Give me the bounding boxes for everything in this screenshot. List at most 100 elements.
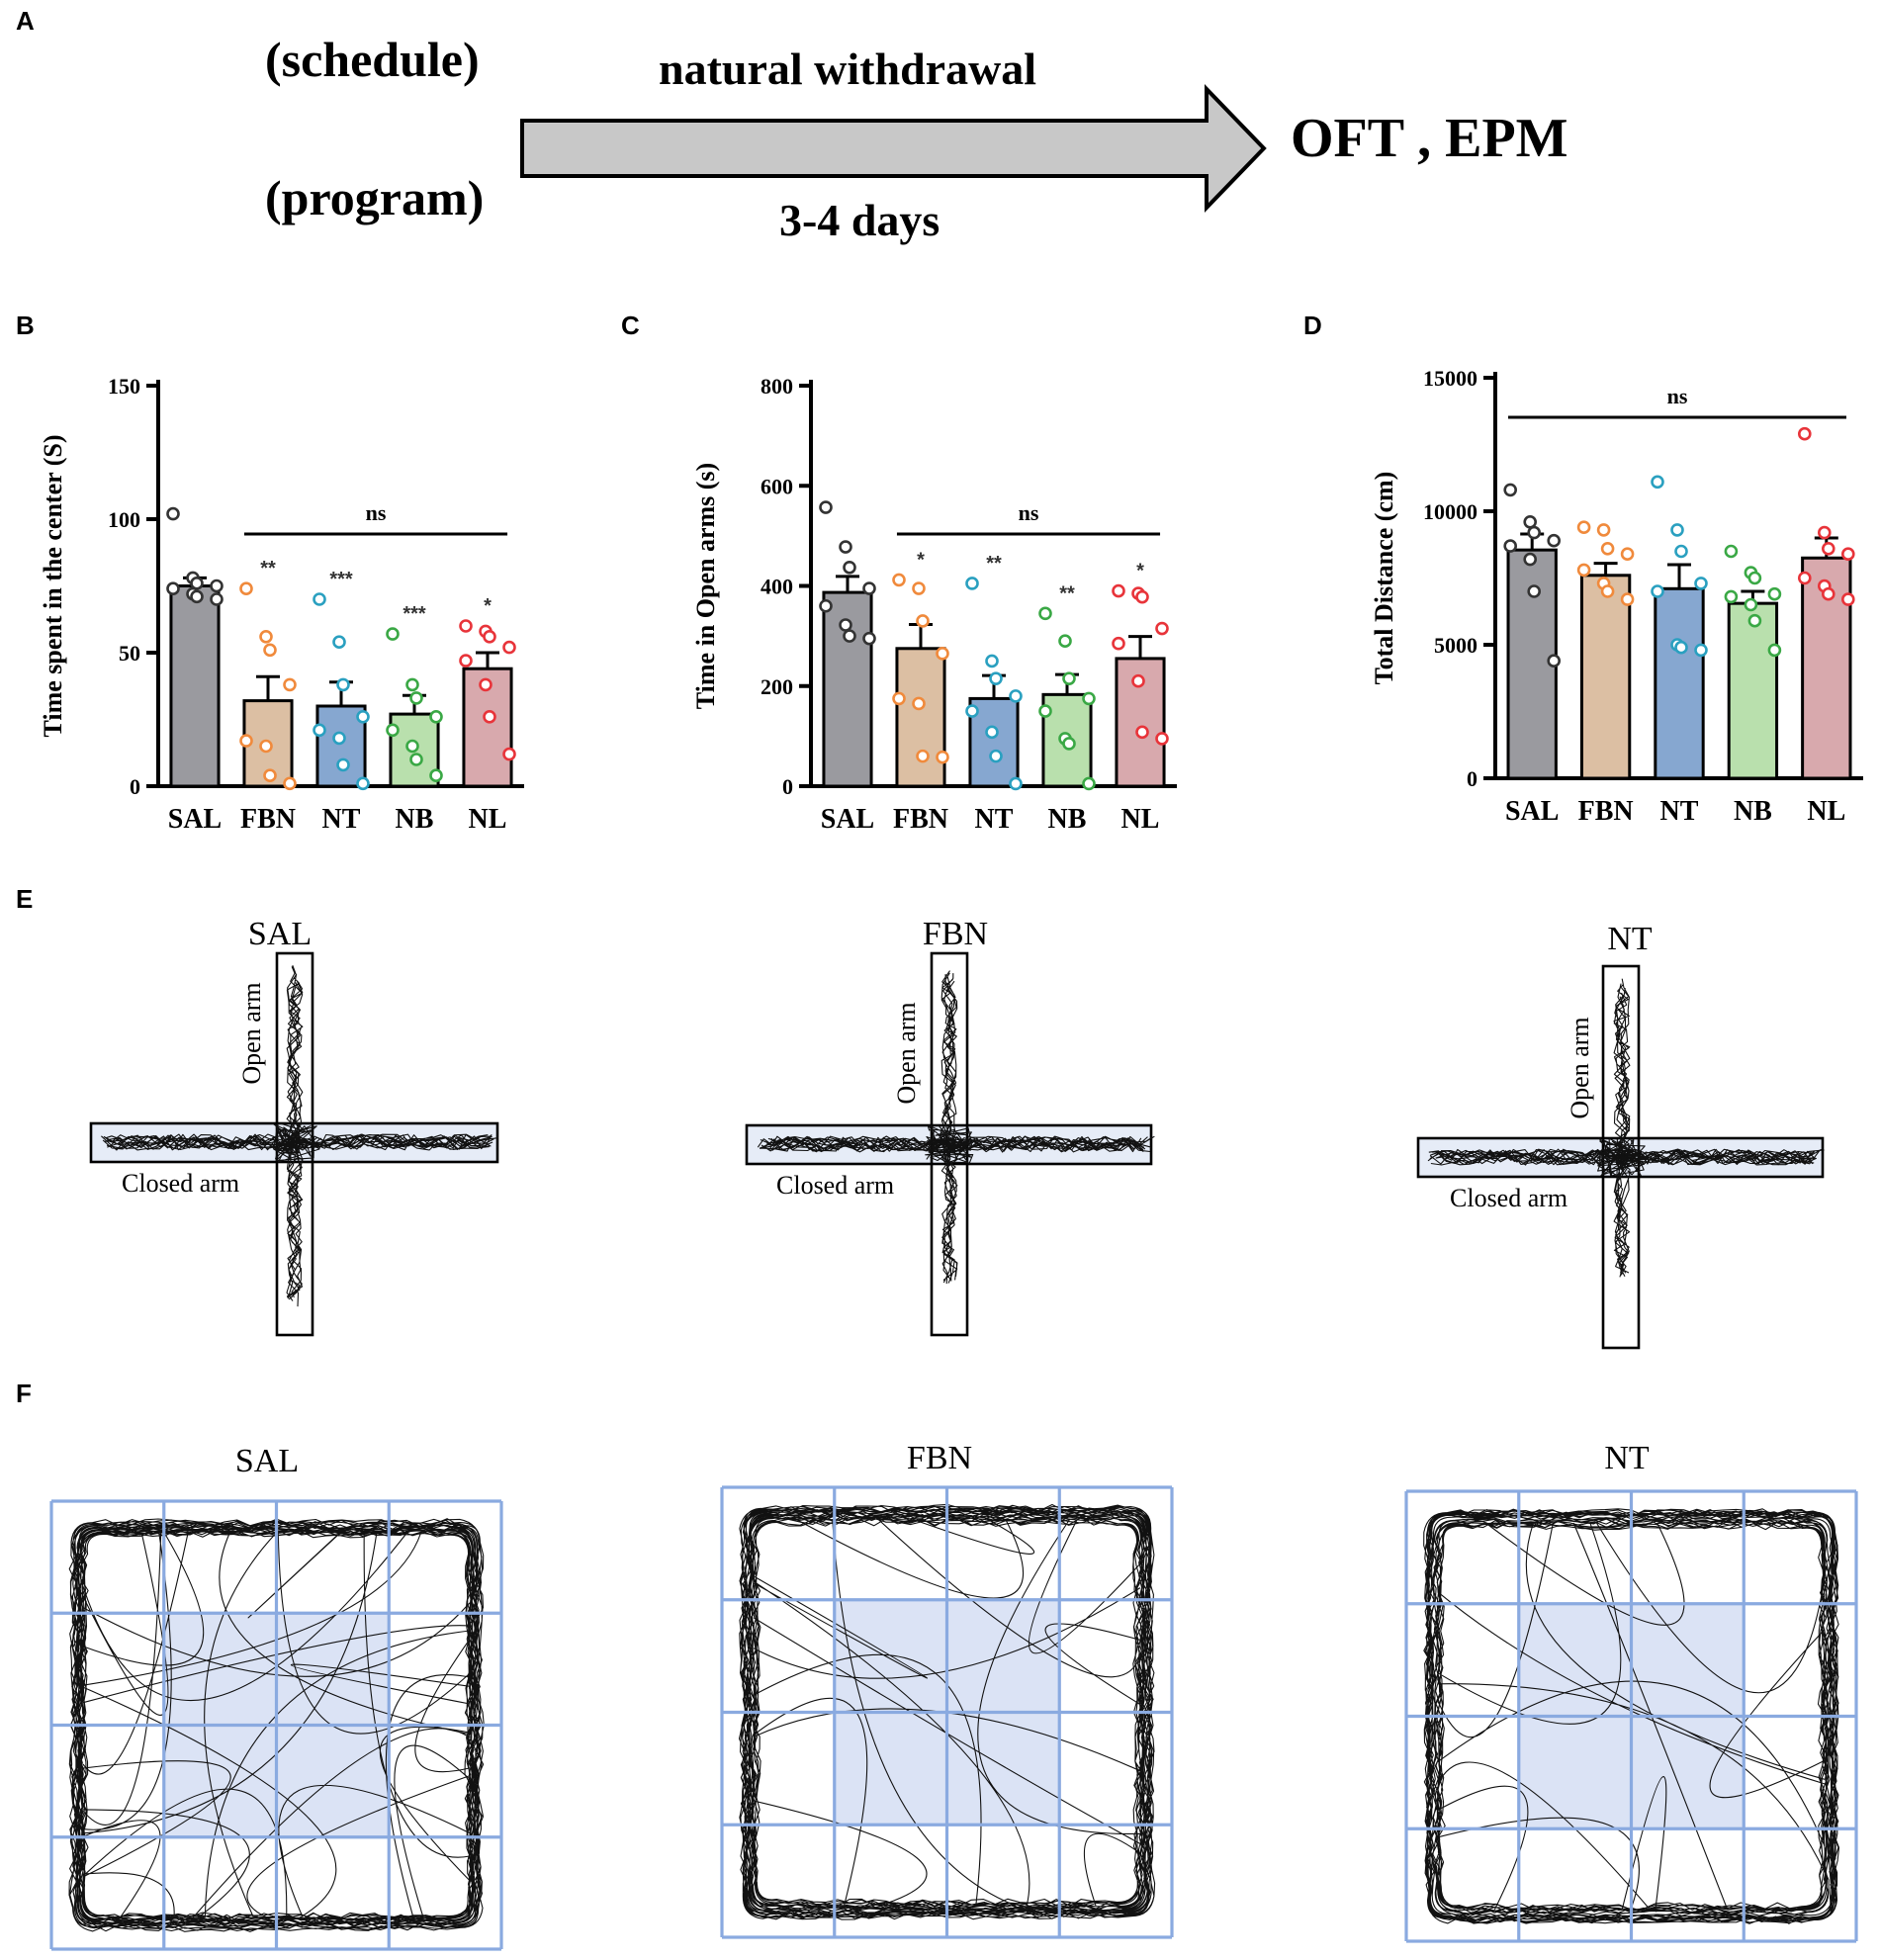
data-point-sal bbox=[1527, 525, 1541, 540]
panel-letter-d: D bbox=[1303, 311, 1322, 340]
x-tick-label: NB bbox=[1048, 804, 1087, 835]
data-point-sal bbox=[1503, 483, 1517, 497]
oft-title: FBN bbox=[907, 1440, 972, 1476]
data-point-nl bbox=[1818, 525, 1832, 540]
x-tick-label: NL bbox=[469, 804, 507, 835]
data-point-nl bbox=[1112, 636, 1125, 651]
data-point-nt bbox=[1674, 640, 1688, 655]
x-tick-label: SAL bbox=[1505, 796, 1559, 827]
data-point-nb bbox=[1082, 776, 1096, 791]
data-point-fbn bbox=[1620, 547, 1635, 562]
y-axis-title: Time in Open arms (s) bbox=[691, 463, 720, 709]
data-point-nt bbox=[989, 671, 1003, 685]
significance-label: * bbox=[484, 595, 492, 617]
data-point-nt bbox=[1670, 523, 1684, 537]
data-point-fbn bbox=[916, 749, 930, 763]
x-tick-label: NL bbox=[1121, 804, 1160, 835]
y-tick-label: 400 bbox=[761, 575, 793, 599]
data-point-nl bbox=[1155, 621, 1169, 636]
x-tick-label: NT bbox=[322, 804, 361, 835]
data-point-nt bbox=[332, 635, 346, 650]
y-tick-label: 15000 bbox=[1423, 366, 1477, 391]
closed-arm-label: Closed arm bbox=[122, 1169, 239, 1198]
duration-label: 3-4 days bbox=[779, 195, 940, 245]
significance-label: ** bbox=[986, 553, 1002, 575]
data-point-nt bbox=[989, 749, 1003, 763]
center-track bbox=[271, 1121, 320, 1163]
data-point-nt bbox=[1694, 643, 1708, 658]
data-point-sal bbox=[843, 629, 856, 643]
data-point-nt bbox=[1009, 689, 1023, 703]
data-point-fbn bbox=[1600, 584, 1615, 598]
data-point-nl bbox=[1155, 732, 1169, 746]
data-point-nb bbox=[1038, 704, 1052, 718]
significance-label: ** bbox=[1059, 582, 1075, 604]
data-point-nb bbox=[386, 723, 400, 738]
oft-title: NT bbox=[1604, 1440, 1650, 1476]
data-point-sal bbox=[862, 631, 876, 646]
data-point-sal bbox=[1523, 514, 1537, 529]
x-tick-label: SAL bbox=[821, 804, 874, 835]
data-point-nl bbox=[1841, 592, 1855, 606]
data-point-nl bbox=[459, 619, 473, 633]
data-point-nb bbox=[386, 627, 400, 641]
panel-letter-c: C bbox=[621, 311, 640, 340]
data-point-sal bbox=[190, 576, 204, 590]
data-point-nb bbox=[409, 753, 423, 766]
data-point-fbn bbox=[239, 581, 253, 596]
data-point-nl bbox=[1822, 586, 1835, 601]
data-point-nl bbox=[1131, 673, 1145, 688]
y-tick-label: 5000 bbox=[1434, 633, 1477, 658]
data-point-nb bbox=[1062, 671, 1076, 685]
open-arm-label: Open arm bbox=[1566, 1017, 1594, 1118]
closed-arm-label: Closed arm bbox=[1450, 1184, 1567, 1212]
data-point-sal bbox=[166, 506, 180, 521]
oft-arena-sal: SAL bbox=[49, 1443, 503, 1951]
data-point-nt bbox=[965, 577, 979, 590]
data-point-nt bbox=[336, 677, 350, 692]
data-point-nb bbox=[429, 709, 443, 724]
crossing-track bbox=[1437, 1522, 1826, 1911]
x-tick-label: NT bbox=[975, 804, 1014, 835]
data-point-nt bbox=[1674, 544, 1688, 559]
data-point-nb bbox=[1767, 586, 1782, 601]
ns-label: ns bbox=[1019, 500, 1039, 525]
y-tick-label: 100 bbox=[108, 507, 140, 532]
data-point-nl bbox=[1798, 571, 1812, 585]
data-point-nl bbox=[502, 640, 516, 655]
open-arm-track bbox=[1613, 978, 1631, 1278]
data-point-nl bbox=[479, 677, 492, 692]
data-point-fbn bbox=[239, 734, 253, 748]
y-axis-title: Time spent in the center (S) bbox=[39, 435, 67, 738]
data-point-fbn bbox=[1620, 592, 1635, 606]
y-tick-label: 0 bbox=[782, 774, 793, 799]
schedule-label: (schedule) bbox=[265, 32, 480, 87]
data-point-nt bbox=[985, 654, 999, 668]
epm-title: NT bbox=[1607, 921, 1653, 957]
data-point-nt bbox=[336, 757, 350, 772]
x-tick-label: NB bbox=[396, 804, 434, 835]
closed-arm-label: Closed arm bbox=[776, 1171, 894, 1200]
data-point-fbn bbox=[912, 581, 926, 595]
data-point-fbn bbox=[892, 691, 906, 706]
data-point-nl bbox=[502, 747, 516, 761]
data-point-fbn bbox=[263, 643, 277, 658]
significance-label: * bbox=[917, 549, 925, 571]
x-tick-label: NL bbox=[1807, 796, 1845, 827]
center-track bbox=[925, 1124, 974, 1165]
significance-label: * bbox=[1136, 561, 1144, 582]
x-tick-label: NB bbox=[1734, 796, 1772, 827]
data-point-fbn bbox=[259, 739, 273, 754]
y-tick-label: 800 bbox=[761, 374, 793, 399]
data-point-fbn bbox=[892, 573, 906, 587]
y-axis-title: Total Distance (cm) bbox=[1370, 472, 1398, 685]
y-tick-label: 150 bbox=[108, 374, 140, 399]
timeline-arrow bbox=[520, 84, 1267, 213]
